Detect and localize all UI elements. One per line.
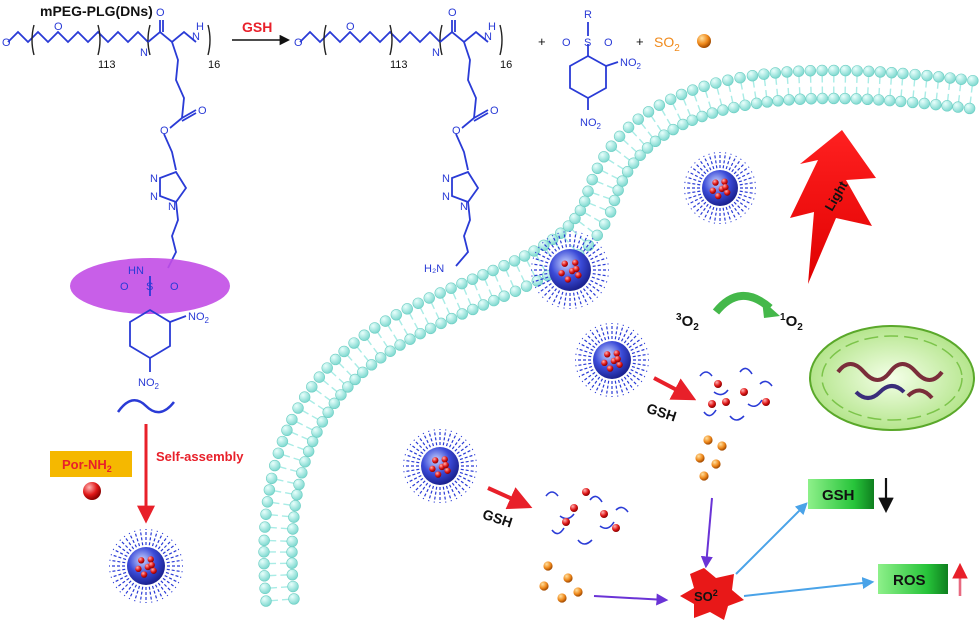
- p-atom-n-1: N: [432, 47, 440, 59]
- self-assembly-label: Self-assembly: [156, 449, 244, 464]
- polymer-title: mPEG-PLG(DNs): [40, 3, 153, 19]
- gsh-result-label: GSH: [822, 487, 855, 504]
- p-atom-h2n: H₂N: [424, 263, 444, 275]
- p-atom-n-4: N: [442, 191, 450, 203]
- ros-result-box: [878, 564, 948, 594]
- product-atom-labels: O O 113 N O N H 16 O O N N N H₂N: [294, 7, 512, 275]
- so2-center-label: SO2: [694, 588, 718, 604]
- byproduct-no2-2: NO2: [580, 117, 602, 131]
- atom-h-1: H: [196, 21, 204, 33]
- nitro-2: NO2: [138, 377, 160, 391]
- p-plg-repeat-n: 16: [500, 59, 512, 71]
- gsh-label-1: GSH: [645, 400, 679, 425]
- released-fragments: [539, 367, 773, 603]
- mitochondrion: [809, 325, 975, 431]
- p-atom-h-1: H: [488, 21, 496, 33]
- ros-result-label: ROS: [893, 572, 926, 589]
- blue-arrow-gsh: [735, 502, 808, 575]
- p-atom-n-2: N: [484, 31, 492, 43]
- plus-2: +: [636, 34, 644, 49]
- nanoparticle-extracellular: [684, 152, 756, 224]
- sulfonyl-byproduct: R S O O NO2 NO2: [562, 9, 642, 131]
- gsh-arrow-1: [653, 376, 697, 401]
- plus-1: +: [538, 34, 546, 49]
- p-atom-n-3: N: [442, 173, 450, 185]
- atom-o-5: O: [160, 125, 169, 137]
- gsh-result-box: [808, 479, 874, 509]
- atom-s: S: [146, 281, 153, 293]
- atom-o-1: O: [2, 37, 11, 49]
- byproduct-o-left: O: [562, 37, 571, 49]
- p-atom-o-2: O: [346, 21, 355, 33]
- singlet-oxygen-label: 1O2: [780, 312, 803, 333]
- reaction-gsh-label: GSH: [242, 19, 272, 35]
- polymer-structure-left: [7, 20, 230, 372]
- so2-burst-icon: SO2: [680, 568, 744, 620]
- p-atom-o-1: O: [294, 37, 303, 49]
- nanoparticle-intracellular-1: [575, 323, 649, 397]
- so2-byproduct-label: SO2: [654, 34, 680, 54]
- gsh-arrow-2: [487, 486, 533, 510]
- p-atom-o-4: O: [490, 105, 499, 117]
- nitro-1: NO2: [188, 311, 210, 325]
- nanoparticle-group: [109, 152, 756, 603]
- blue-arrow-ros: [743, 577, 875, 597]
- oxygen-conversion-arrow: [712, 291, 773, 315]
- plg-repeat-n: 16: [208, 59, 220, 71]
- p-atom-n-5: N: [460, 201, 468, 213]
- atom-hn: HN: [128, 265, 144, 277]
- polymer-structure-product: [299, 20, 503, 267]
- por-nh2-badge: Por-NH2: [50, 451, 132, 477]
- nanoparticle-self-assembled: [109, 529, 183, 603]
- atom-o-2: O: [54, 21, 63, 33]
- polymer-atom-labels-left: O O 113 N O N H 16 O O N N N HN S O O NO…: [2, 7, 220, 391]
- p-peg-repeat-n: 113: [390, 59, 408, 71]
- atom-o-6: O: [120, 281, 129, 293]
- polymer-wave-icon: [116, 399, 175, 414]
- atom-n-1: N: [140, 47, 148, 59]
- nanoparticle-entering-cell: [531, 231, 609, 309]
- peg-repeat-n: 113: [98, 59, 116, 71]
- oxygen-arrow-head: [762, 300, 780, 318]
- gsh-label-2: GSH: [481, 506, 515, 531]
- purple-arrow-down: [700, 497, 713, 569]
- svg-text:Por-NH2: Por-NH2: [62, 457, 112, 474]
- light-lightning-icon: Light: [790, 130, 876, 284]
- atom-n-5: N: [168, 201, 176, 213]
- nanoparticle-intracellular-2: [403, 429, 477, 503]
- byproduct-r: R: [584, 9, 592, 21]
- gsh-decrease-indicator: GSH: [808, 478, 894, 514]
- purple-arrow-right: [593, 593, 669, 606]
- p-atom-o-5: O: [452, 125, 461, 137]
- ros-increase-indicator: ROS: [878, 562, 968, 596]
- atom-o-7: O: [170, 281, 179, 293]
- atom-o-4: O: [198, 105, 207, 117]
- so2-ball-icon: [697, 34, 711, 48]
- atom-n-4: N: [150, 191, 158, 203]
- porphyrin-ball-icon: [83, 482, 101, 500]
- atom-o-3: O: [156, 7, 165, 19]
- atom-n-2: N: [192, 31, 200, 43]
- byproduct-o-right: O: [604, 37, 613, 49]
- cell-membrane-bilayer: [258, 64, 979, 607]
- triplet-oxygen-label: 3O2: [676, 312, 699, 333]
- byproduct-s: S: [584, 37, 591, 49]
- byproduct-no2-1: NO2: [620, 57, 642, 71]
- atom-n-3: N: [150, 173, 158, 185]
- p-atom-o-3: O: [448, 7, 457, 19]
